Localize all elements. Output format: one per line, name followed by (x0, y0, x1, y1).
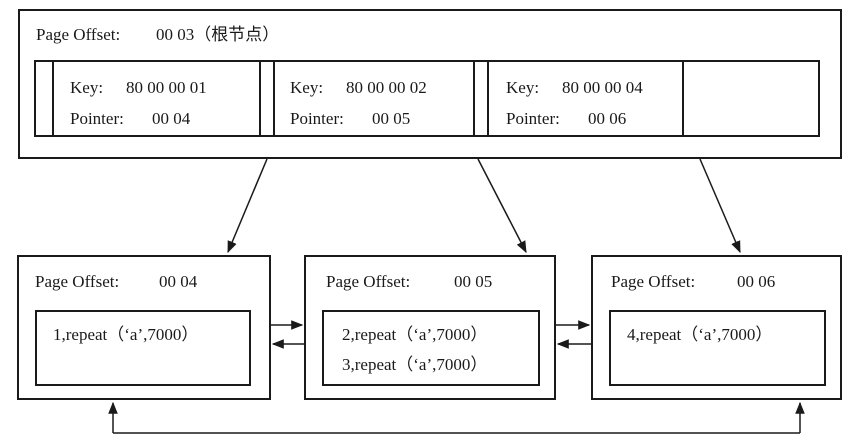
root-offset-label: Page Offset: (36, 25, 121, 44)
leaf-offset-value: 00 04 (159, 272, 198, 291)
key-value: 80 00 00 01 (126, 78, 207, 97)
pointer-arrow (227, 158, 268, 254)
leaf-offset-label: Page Offset: (326, 272, 411, 291)
pointer-arrow (699, 158, 741, 254)
root-entry-divider (259, 62, 261, 135)
root-record-area: Key: 80 00 00 01 Pointer: 00 04 Key: 80 … (34, 60, 820, 137)
record: 2,repeat（‘a’,7000） (342, 325, 488, 344)
leaf-offset-label: Page Offset: (35, 272, 120, 291)
root-page: Page Offset: 00 03（根节点） Key: 80 00 00 01… (18, 9, 842, 159)
root-entry-divider (473, 62, 475, 135)
root-entry-divider (487, 62, 489, 135)
key-label: Key: (70, 78, 104, 97)
leaf-page: Page Offset: 00 05 2,repeat（‘a’,7000） 3,… (304, 255, 556, 400)
key-value: 80 00 00 02 (346, 78, 427, 97)
pointer-label: Pointer: (506, 109, 560, 128)
root-entry-divider (682, 62, 684, 135)
record: 3,repeat（‘a’,7000） (342, 355, 488, 374)
leaf-record-area: 4,repeat（‘a’,7000） (609, 310, 826, 386)
leaf-page: Page Offset: 00 04 1,repeat（‘a’,7000） (17, 255, 271, 400)
leaf-record-area: 1,repeat（‘a’,7000） (35, 310, 251, 386)
pointer-value: 00 04 (152, 109, 191, 128)
key-value: 80 00 00 04 (562, 78, 643, 97)
root-entry-divider (273, 62, 275, 135)
leaf-offset-label: Page Offset: (611, 272, 696, 291)
pointer-value: 00 05 (372, 109, 411, 128)
leaf-page: Page Offset: 00 06 4,repeat（‘a’,7000） (591, 255, 842, 400)
leaf-offset-value: 00 05 (454, 272, 493, 291)
leaf-record-area: 2,repeat（‘a’,7000） 3,repeat（‘a’,7000） (322, 310, 540, 386)
pointer-value: 00 06 (588, 109, 627, 128)
pointer-arrow (477, 158, 527, 254)
key-label: Key: (506, 78, 540, 97)
key-label: Key: (290, 78, 324, 97)
record: 4,repeat（‘a’,7000） (627, 325, 773, 344)
pointer-label: Pointer: (290, 109, 344, 128)
record: 1,repeat（‘a’,7000） (53, 325, 199, 344)
pointer-label: Pointer: (70, 109, 124, 128)
root-offset-value: 00 03（根节点） (156, 25, 280, 44)
root-leading-column (52, 62, 54, 135)
leaf-offset-value: 00 06 (737, 272, 776, 291)
